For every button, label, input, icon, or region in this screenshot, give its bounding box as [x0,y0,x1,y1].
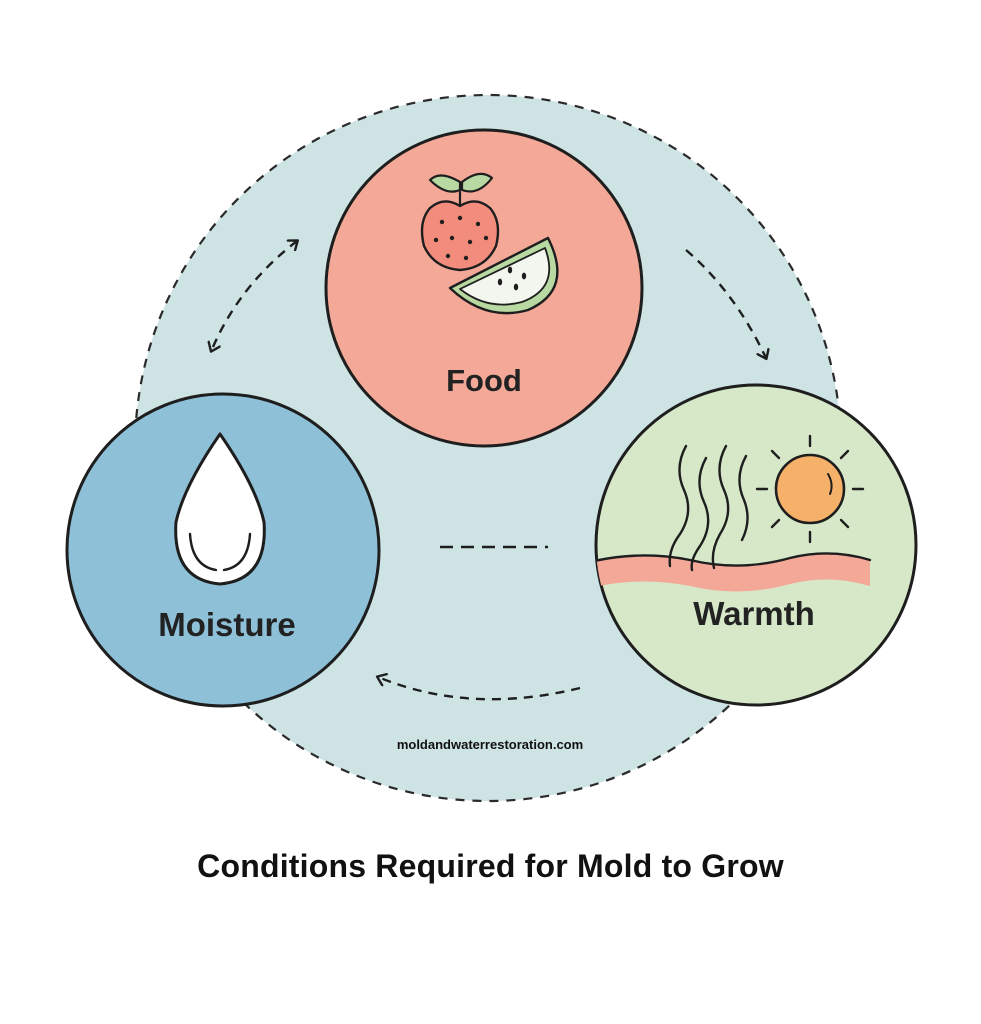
arrow-warmth-moisture [378,677,581,701]
sun-icon [755,434,865,544]
arrow-food-warmth [685,249,766,358]
node-warmth-label: Warmth [693,595,815,632]
node-food-label: Food [446,363,522,398]
heat-waves-icon [668,444,749,572]
strawberry-icon [420,172,500,272]
node-moisture-label: Moisture [158,606,296,643]
arrow-moisture-food [213,241,297,347]
watermark-text: moldandwaterrestoration.com [397,737,583,752]
diagram-caption: Conditions Required for Mold to Grow [197,848,784,884]
node-warmth: Warmth [594,383,918,707]
node-food: Food [324,128,644,448]
node-moisture: Moisture [65,392,381,708]
water-drop-icon [174,432,266,586]
warm-ground-icon [596,552,872,592]
melon-slice-icon [448,236,559,315]
